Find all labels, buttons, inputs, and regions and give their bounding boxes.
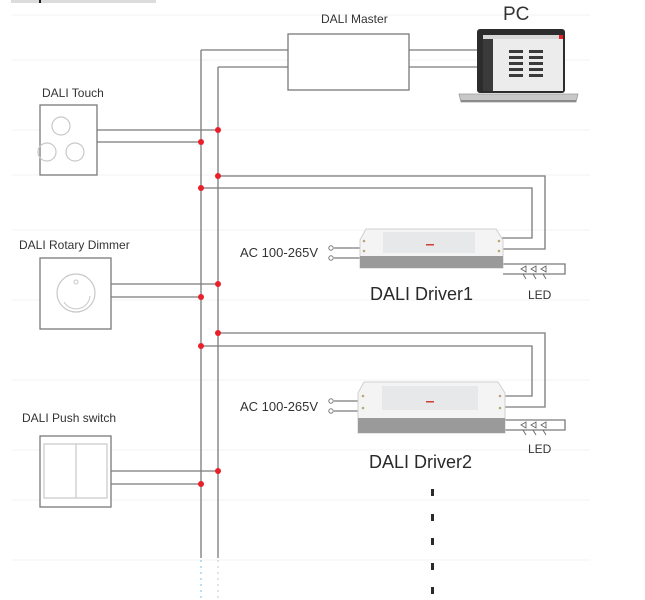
pc-label: PC <box>503 4 530 25</box>
junction-dot <box>198 294 204 300</box>
bus-continuation <box>200 560 219 600</box>
more-drivers-indicator <box>431 489 434 594</box>
junction-dot <box>215 127 221 133</box>
laptop-icon <box>458 29 579 103</box>
junction-dots <box>198 127 221 487</box>
driver1-led-label: LED <box>528 288 552 302</box>
driver1-label: DALI Driver1 <box>370 284 474 304</box>
led-driver-2-icon <box>357 381 506 434</box>
junction-dot <box>198 343 204 349</box>
junction-dot <box>198 185 204 191</box>
led-1-icon <box>520 265 547 280</box>
dali-touch-label: DALI Touch <box>42 86 104 100</box>
driver2-label: DALI Driver2 <box>369 452 473 472</box>
dali-master-box <box>287 33 410 91</box>
dali-touch-panel <box>37 104 98 176</box>
junction-dot <box>215 330 221 336</box>
scroll-marker <box>39 0 41 3</box>
top-scrollbar <box>11 0 156 3</box>
driver2-led-label: LED <box>528 442 552 456</box>
driver2-led-loop <box>503 419 566 431</box>
junction-dot <box>215 173 221 179</box>
dali-rotary-label: DALI Rotary Dimmer <box>19 238 130 252</box>
junction-dot <box>215 281 221 287</box>
driver2-ac-label: AC 100-265V <box>240 399 319 414</box>
junction-dot <box>198 481 204 487</box>
bus-to-driver1-b <box>201 187 533 239</box>
bus-to-driver2-a <box>218 332 546 408</box>
dali-push-label: DALI Push switch <box>22 411 117 425</box>
dali-bus <box>200 49 288 558</box>
junction-dot <box>215 468 221 474</box>
dali-rotary-dimmer <box>39 257 112 330</box>
dali-push-switch <box>39 435 112 508</box>
dali-master-label: DALI Master <box>321 12 388 26</box>
junction-dot <box>198 139 204 145</box>
bus-to-driver2-b <box>201 345 533 397</box>
driver1-ac-label: AC 100-265V <box>240 245 319 260</box>
driver1-led-loop <box>503 263 566 275</box>
led-driver-1-icon <box>359 228 504 269</box>
bus-to-driver1-a <box>218 175 546 250</box>
led-2-icon <box>520 421 547 436</box>
